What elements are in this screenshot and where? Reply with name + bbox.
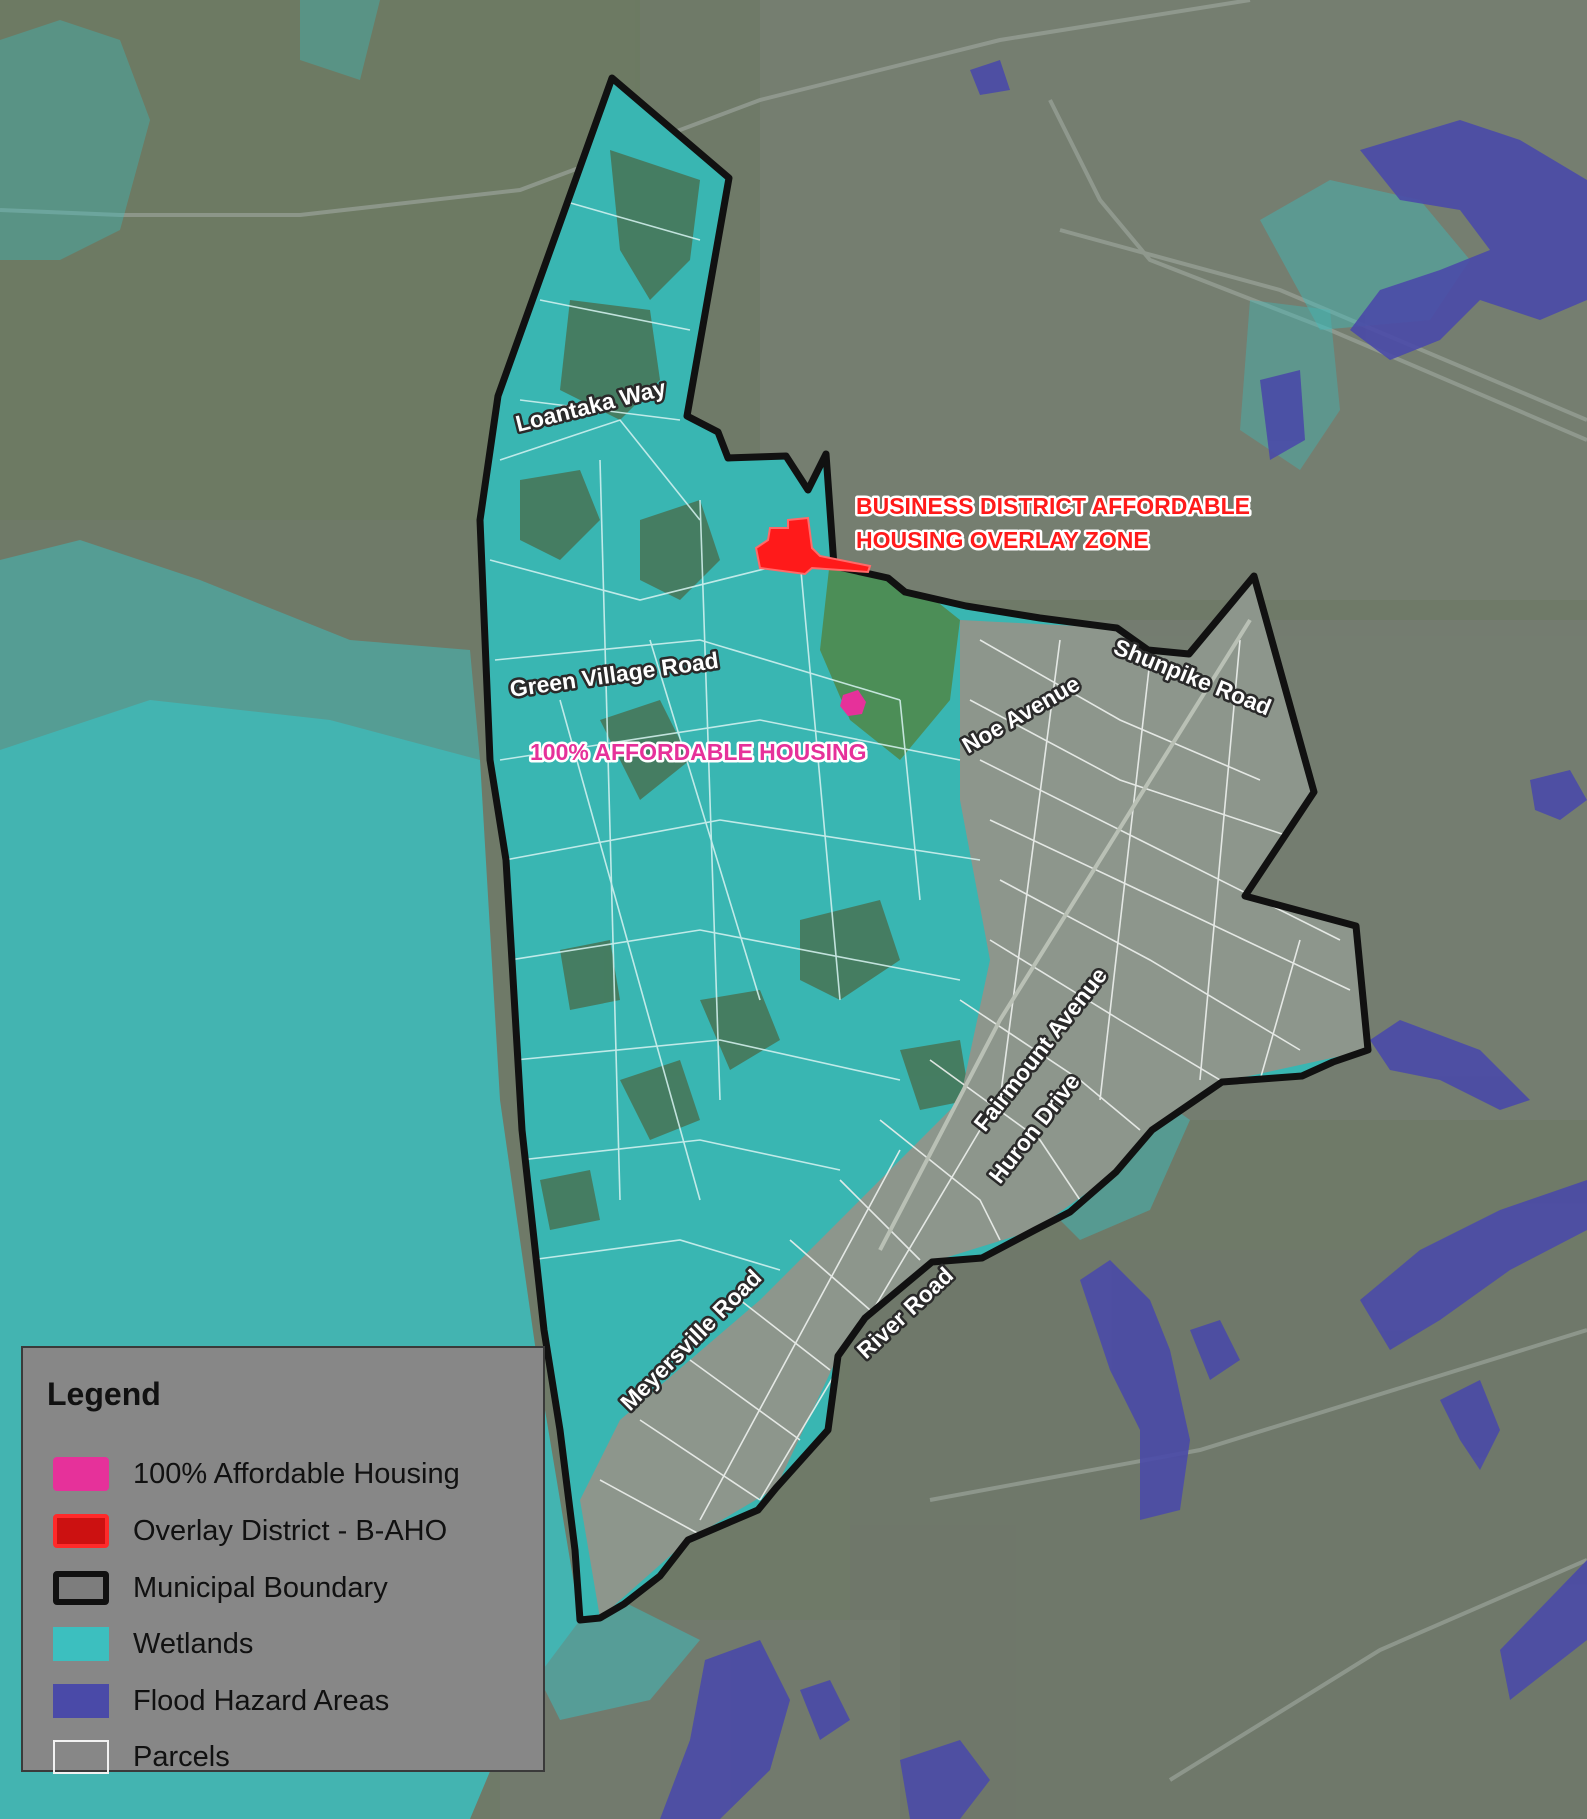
legend-item-label: Municipal Boundary xyxy=(133,1571,388,1604)
regional-roads xyxy=(0,0,1587,1782)
legend-item-municipal-boundary: Municipal Boundary xyxy=(53,1568,388,1608)
flood-hazard-swatch xyxy=(53,1684,109,1718)
legend-item-label: Flood Hazard Areas xyxy=(133,1684,390,1717)
legend-panel: Legend 100% Affordable Housing Overlay D… xyxy=(21,1346,545,1774)
municipal-boundary-swatch xyxy=(53,1571,109,1605)
affordable-housing-site[interactable] xyxy=(840,690,866,716)
legend-item-parcels: Parcels xyxy=(53,1737,230,1777)
affordable-housing-swatch xyxy=(53,1457,109,1491)
residential-area xyxy=(580,576,1368,1618)
legend-item-label: Parcels xyxy=(133,1740,230,1773)
overlay-district-b-aho[interactable] xyxy=(754,516,872,576)
affordable-housing-label: 100% AFFORDABLE HOUSING xyxy=(530,739,867,765)
forest-patches xyxy=(520,150,970,1230)
overlay-district-swatch xyxy=(53,1514,109,1548)
street-grid xyxy=(599,639,1351,1541)
parcel-lines xyxy=(489,199,981,1271)
legend-item-overlay-district: Overlay District - B-AHO xyxy=(53,1511,447,1551)
parcels-swatch xyxy=(53,1740,109,1774)
overlay-zone-label-line2: HOUSING OVERLAY ZONE xyxy=(856,527,1149,553)
legend-item-flood-hazard: Flood Hazard Areas xyxy=(53,1681,389,1721)
flood-hazard-areas xyxy=(660,60,1587,1819)
legend-item-affordable-housing: 100% Affordable Housing xyxy=(53,1454,460,1494)
wetlands-swatch xyxy=(53,1627,109,1661)
legend-item-label: 100% Affordable Housing xyxy=(133,1457,460,1490)
legend-title: Legend xyxy=(47,1376,161,1412)
railroad xyxy=(878,618,1252,1251)
legend-item-label: Wetlands xyxy=(133,1627,254,1660)
legend-item-label: Overlay District - B-AHO xyxy=(133,1514,448,1547)
overlay-zone-label-line1: BUSINESS DISTRICT AFFORDABLE xyxy=(856,493,1250,519)
legend-item-wetlands: Wetlands xyxy=(53,1624,253,1664)
